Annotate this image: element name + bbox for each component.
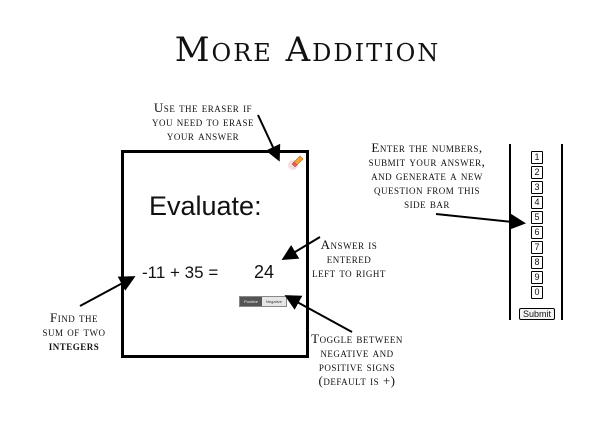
find-note-line: sum of two [42, 324, 106, 339]
find-arrow [79, 276, 136, 307]
number-button-8[interactable]: 8 [531, 256, 543, 269]
toggle-note-line: negative and [320, 345, 394, 360]
answer-note-line: Answer is [320, 237, 378, 252]
eraser-icon[interactable] [286, 154, 304, 172]
toggle-negative[interactable]: Negative [262, 297, 286, 306]
eraser-note-line: you need to erase [151, 114, 255, 129]
eraser-arrow [257, 114, 281, 162]
toggle-note-line: Toggle between [311, 331, 403, 346]
sidebar-note-line: and generate a new [371, 168, 483, 183]
evaluate-heading: Evaluate: [149, 191, 262, 221]
number-button-3[interactable]: 3 [531, 181, 543, 194]
answer-note: Answer is entered left to right [294, 238, 404, 280]
problem-panel: Evaluate: -11 + 35 = 24 Positive Negativ… [121, 150, 309, 358]
eraser-note-line: your answer [166, 128, 240, 143]
number-button-9[interactable]: 9 [531, 271, 543, 284]
toggle-note-line: (default is +) [318, 373, 396, 388]
sidebar-note-line: submit your answer, [368, 154, 486, 169]
answer-note-line: left to right [312, 265, 386, 280]
number-button-4[interactable]: 4 [531, 196, 543, 209]
submit-button[interactable]: Submit [519, 308, 556, 320]
answer-field[interactable]: 24 [254, 262, 275, 282]
find-note-line: integers [48, 338, 100, 353]
answer-arrow [281, 236, 321, 261]
find-note-line: Find the [50, 310, 98, 325]
number-button-2[interactable]: 2 [531, 166, 543, 179]
problem-expression: -11 + 35 = [142, 263, 219, 282]
sidebar-note-line: question from this [373, 182, 480, 197]
sidebar-arrow [435, 213, 526, 230]
sidebar-note: Enter the numbers, submit your answer, a… [352, 141, 502, 211]
number-button-1[interactable]: 1 [531, 151, 543, 164]
number-button-0[interactable]: 0 [531, 286, 543, 299]
eraser-note: Use the eraser if you need to erase your… [128, 101, 278, 143]
find-note: Find the sum of two integers [24, 311, 124, 353]
answer-note-line: entered [326, 251, 372, 266]
toggle-note: Toggle between negative and positive sig… [292, 332, 422, 388]
number-sidebar: 1 2 3 4 5 6 7 8 9 0 Submit [509, 144, 563, 320]
toggle-note-line: positive signs [318, 359, 396, 374]
sidebar-note-line: side bar [404, 196, 450, 211]
sidebar-note-line: Enter the numbers, [371, 140, 483, 155]
number-button-6[interactable]: 6 [531, 226, 543, 239]
toggle-arrow [284, 295, 353, 333]
eraser-note-line: Use the eraser if [153, 100, 253, 115]
number-button-5[interactable]: 5 [531, 211, 543, 224]
toggle-positive[interactable]: Positive [240, 297, 263, 306]
page-title: More Addition [174, 30, 441, 70]
number-button-7[interactable]: 7 [531, 241, 543, 254]
